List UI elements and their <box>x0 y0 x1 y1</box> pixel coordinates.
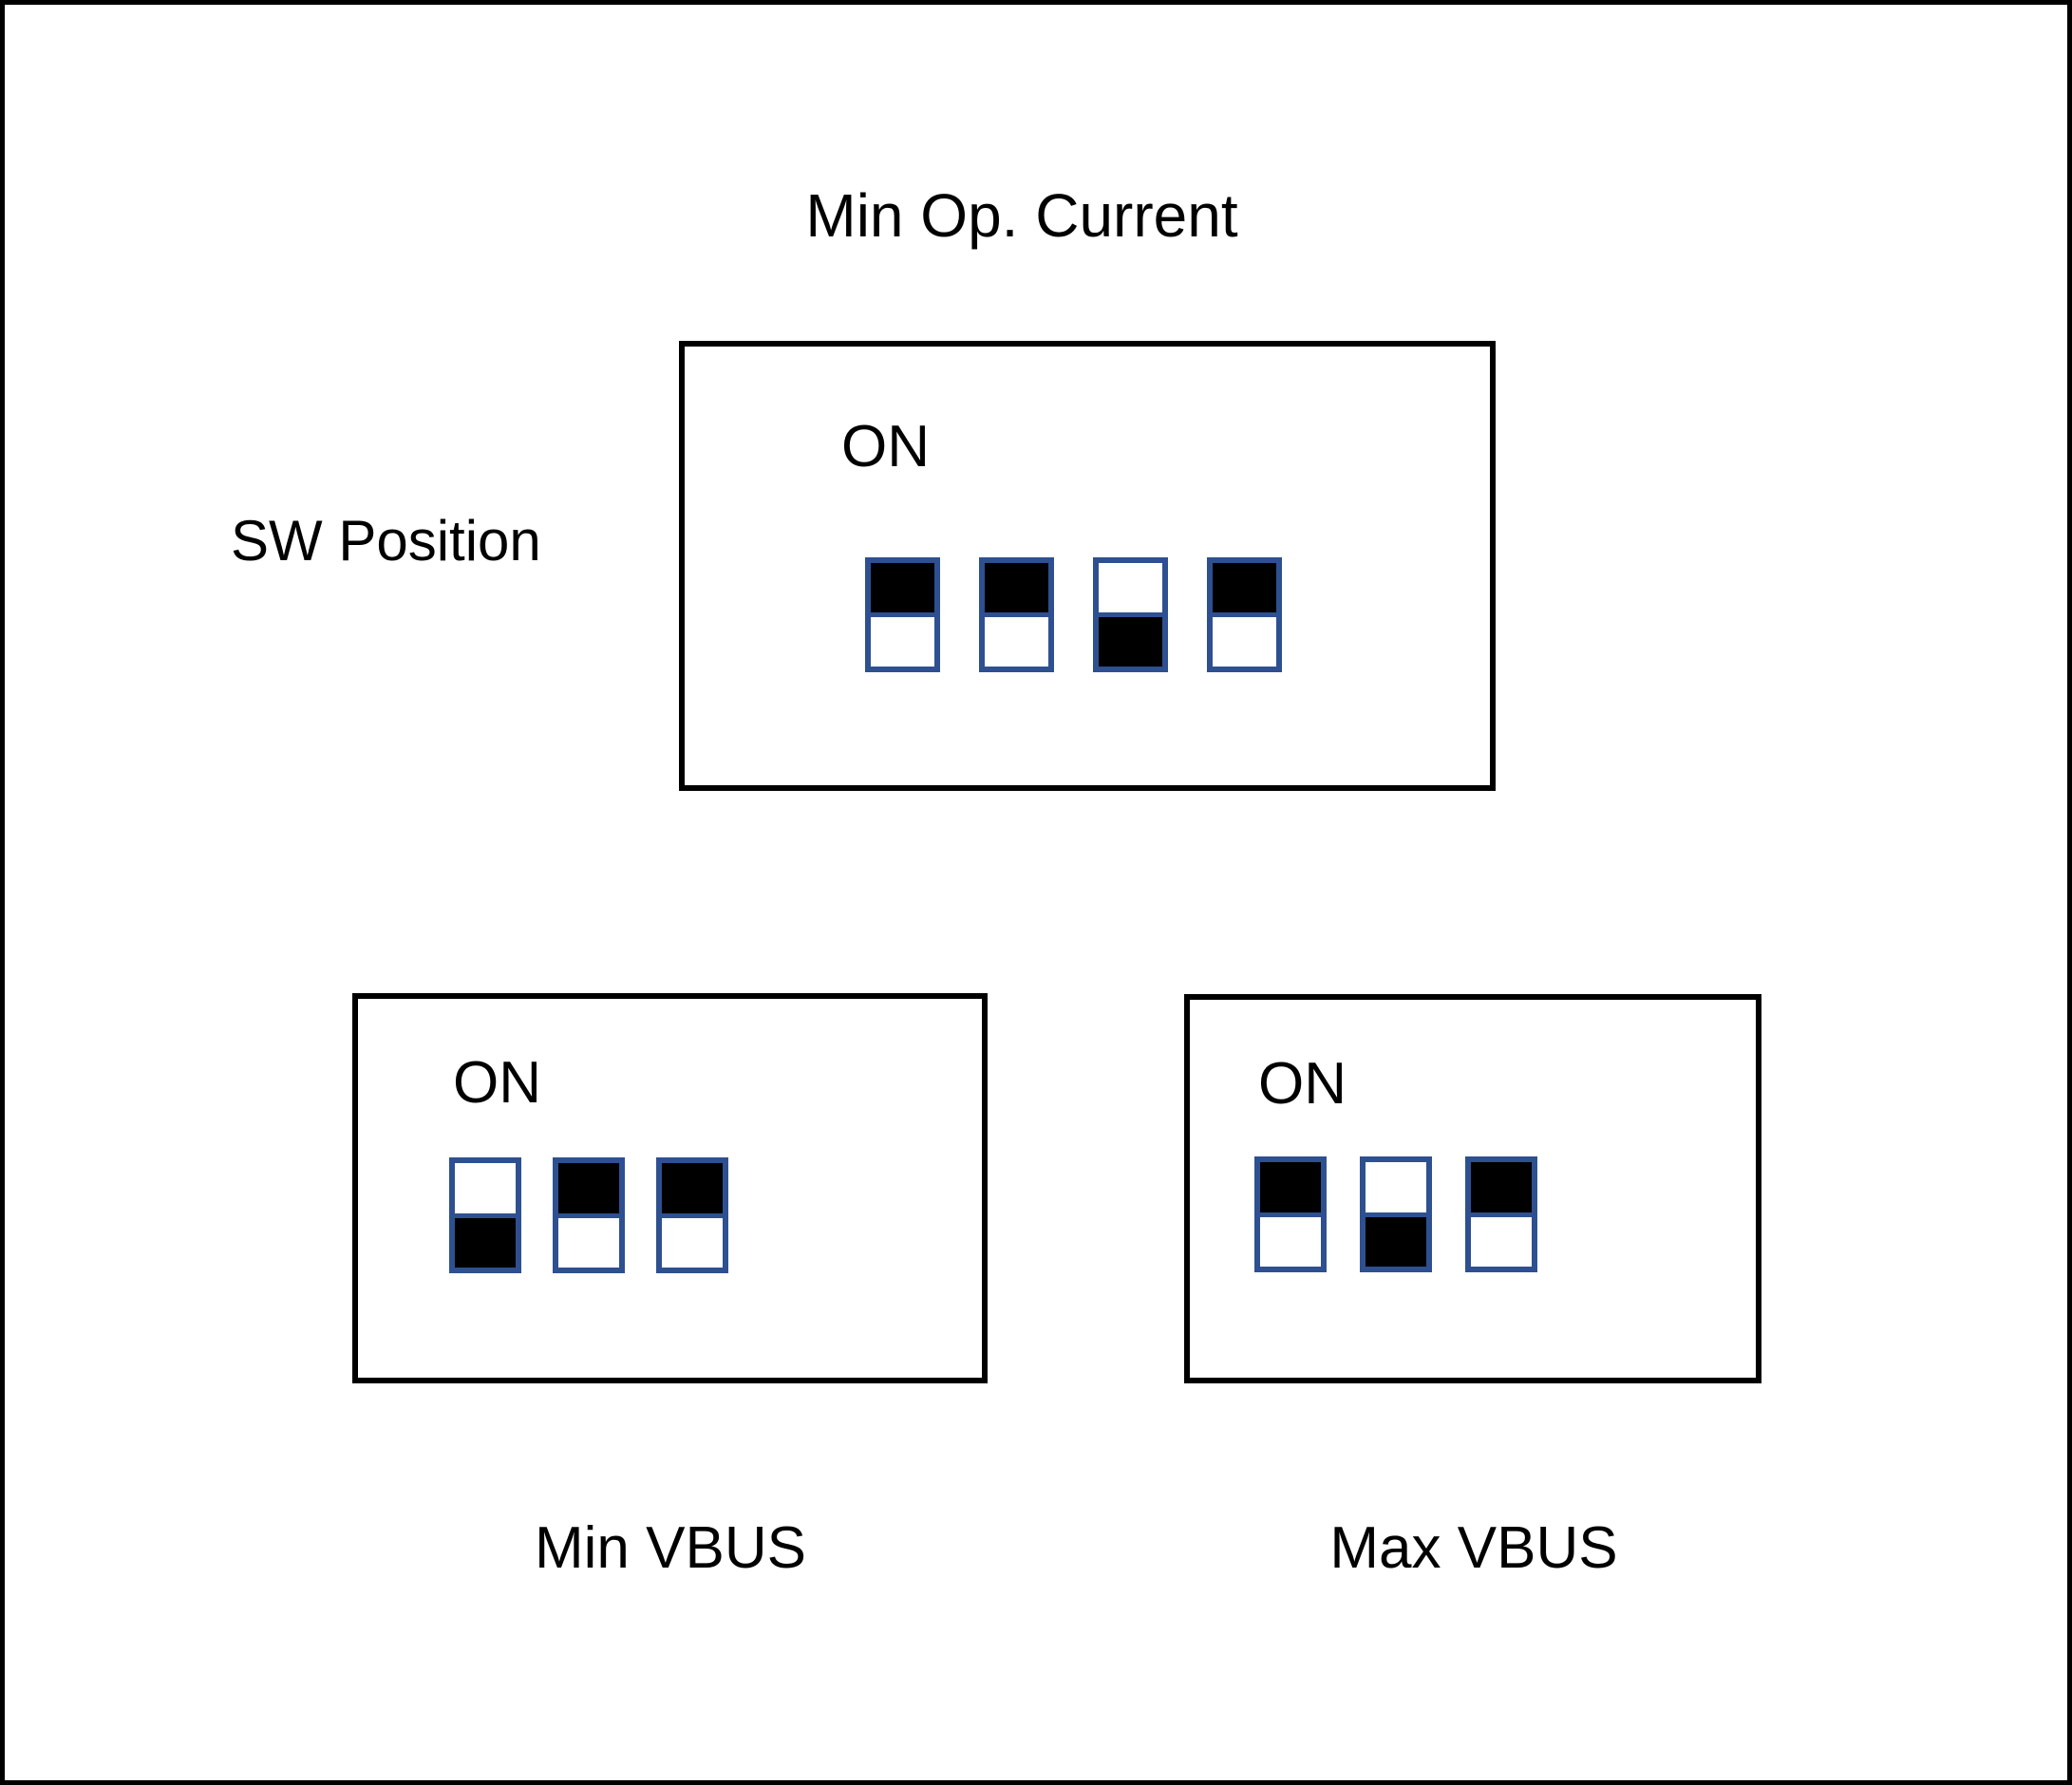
dip-switch-1-top-half <box>871 563 934 617</box>
dip-switch-1[interactable] <box>865 557 940 672</box>
dip-switch-3-top-half <box>1471 1162 1532 1217</box>
on-label: ON <box>1258 1051 1347 1117</box>
dip-switch-2-top-half <box>558 1163 619 1218</box>
dip-switch-3[interactable] <box>1093 557 1168 672</box>
dip-switch-2-top-half <box>1366 1162 1426 1212</box>
dip-switch-1-top-half <box>1260 1162 1321 1217</box>
switch-row <box>449 1157 728 1273</box>
dip-switch-4-top-half <box>1213 563 1276 617</box>
switch-block-min-op-current: ON <box>679 341 1496 791</box>
dip-switch-1-bottom-half <box>1260 1216 1321 1267</box>
dip-switch-2[interactable] <box>979 557 1054 672</box>
switch-block-max-vbus: ON <box>1184 994 1761 1383</box>
dip-switch-3-bottom-half <box>1471 1216 1532 1267</box>
min-op-current-title: Min Op. Current <box>805 181 1238 250</box>
dip-switch-3[interactable] <box>1465 1156 1537 1272</box>
dip-switch-2[interactable] <box>1360 1156 1432 1272</box>
dip-switch-2-bottom-half <box>558 1217 619 1268</box>
dip-switch-3-bottom-half <box>1099 612 1162 667</box>
switch-row <box>1254 1156 1537 1272</box>
dip-switch-1[interactable] <box>1254 1156 1327 1272</box>
dip-switch-2-bottom-half <box>985 617 1048 667</box>
dip-switch-3[interactable] <box>656 1157 728 1273</box>
dip-switch-1-bottom-half <box>871 617 934 667</box>
dip-switch-3-top-half <box>1099 563 1162 612</box>
dip-switch-1-bottom-half <box>455 1212 516 1268</box>
max-vbus-caption: Max VBUS <box>1329 1515 1618 1581</box>
dip-switch-4[interactable] <box>1207 557 1282 672</box>
switch-block-min-vbus: ON <box>352 993 988 1383</box>
dip-switch-1[interactable] <box>449 1157 521 1273</box>
min-vbus-caption: Min VBUS <box>535 1515 806 1581</box>
on-label: ON <box>453 1050 541 1116</box>
dip-switch-3-bottom-half <box>662 1217 723 1268</box>
on-label: ON <box>841 414 930 479</box>
sw-position-label: SW Position <box>231 509 541 573</box>
dip-switch-2-bottom-half <box>1366 1212 1426 1267</box>
dip-switch-2-top-half <box>985 563 1048 617</box>
dip-switch-2[interactable] <box>553 1157 625 1273</box>
dip-switch-4-bottom-half <box>1213 617 1276 667</box>
dip-switch-1-top-half <box>455 1163 516 1213</box>
switch-row <box>865 557 1282 672</box>
dip-switch-3-top-half <box>662 1163 723 1218</box>
